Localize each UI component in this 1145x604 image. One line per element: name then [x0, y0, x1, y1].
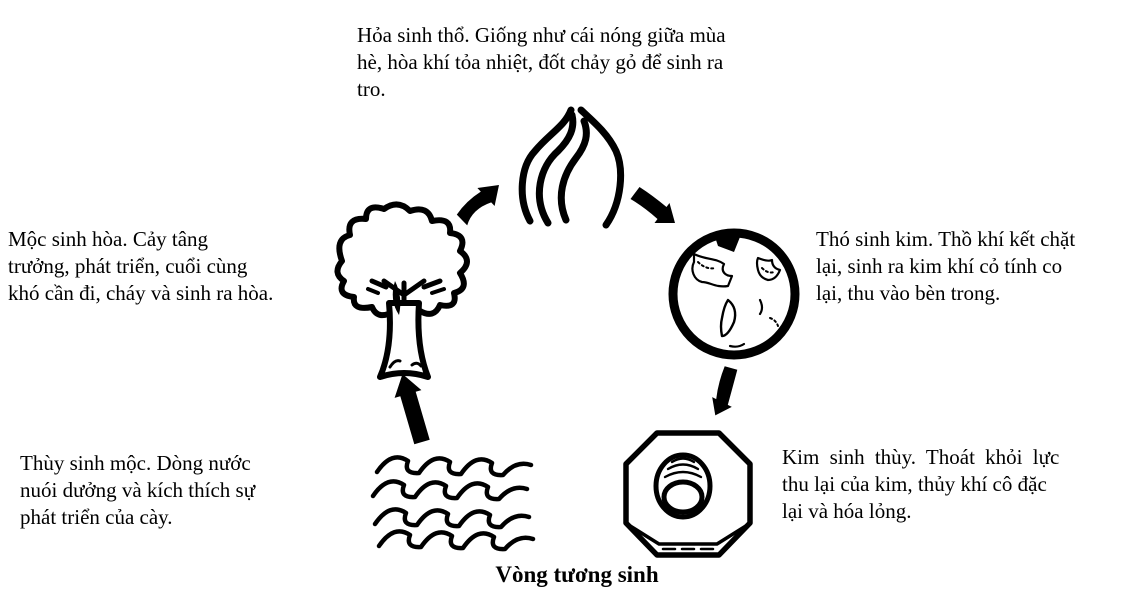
label-earth-to-metal: Thó sinh kim. Thồ khí kết chặt lại, sinh… — [816, 226, 1075, 307]
label-line: Hỏa sinh thổ. Giống như cái nóng giữa mù… — [357, 23, 726, 47]
label-line: Kim sinh thùy. Thoát khỏi lực — [782, 445, 1060, 469]
waves-icon — [370, 444, 547, 552]
label-line: hè, hòa khí tỏa nhiệt, đốt chảy gỏ để si… — [357, 50, 724, 74]
label-line: trưởng, phát triển, cuổi cùng — [8, 254, 248, 278]
label-line: lại, thu vào bèn trong. — [816, 281, 1001, 305]
label-line: Thó sinh kim. Thồ khí kết chặt — [816, 227, 1076, 251]
globe-icon — [666, 222, 802, 366]
arrow-fire-to-earth-icon — [629, 184, 687, 234]
label-water-to-wood: Thùy sinh mộc. Dòng nước nuói dưởng và k… — [20, 450, 255, 531]
tree-icon — [328, 197, 480, 380]
label-line: phát triển của cày. — [20, 505, 173, 529]
arrow-wood-to-fire-icon — [455, 176, 507, 226]
diagram-title: Vòng tương sinh — [495, 562, 659, 587]
arrow-water-to-wood-icon — [386, 368, 436, 446]
nut-icon — [621, 427, 755, 568]
flame-icon — [518, 105, 636, 230]
label-line: thu lại của kim, thủy khí cô đặc — [782, 472, 1047, 496]
label-line: Mộc sinh hòa. Cảy tâng — [8, 227, 209, 251]
label-line: tro. — [357, 77, 386, 101]
label-line: lại và hóa lỏng. — [782, 499, 912, 523]
label-line: khó cần đi, cháy và sinh ra hòa. — [8, 281, 274, 305]
label-line: nuói dưởng và kích thích sự — [20, 478, 256, 502]
label-line: Thùy sinh mộc. Dòng nước — [20, 451, 251, 475]
label-fire-to-earth: Hỏa sinh thổ. Giống như cái nóng giữa mù… — [357, 22, 726, 103]
arrow-earth-to-metal-icon — [704, 364, 744, 425]
label-wood-to-fire: Mộc sinh hòa. Cảy tâng trưởng, phát triể… — [8, 226, 273, 307]
label-line: lại, sinh ra kim khí cỏ tính co — [816, 254, 1063, 278]
label-metal-to-water: Kim sinh thùy. Thoát khỏi lực thu lại củ… — [782, 444, 1059, 525]
